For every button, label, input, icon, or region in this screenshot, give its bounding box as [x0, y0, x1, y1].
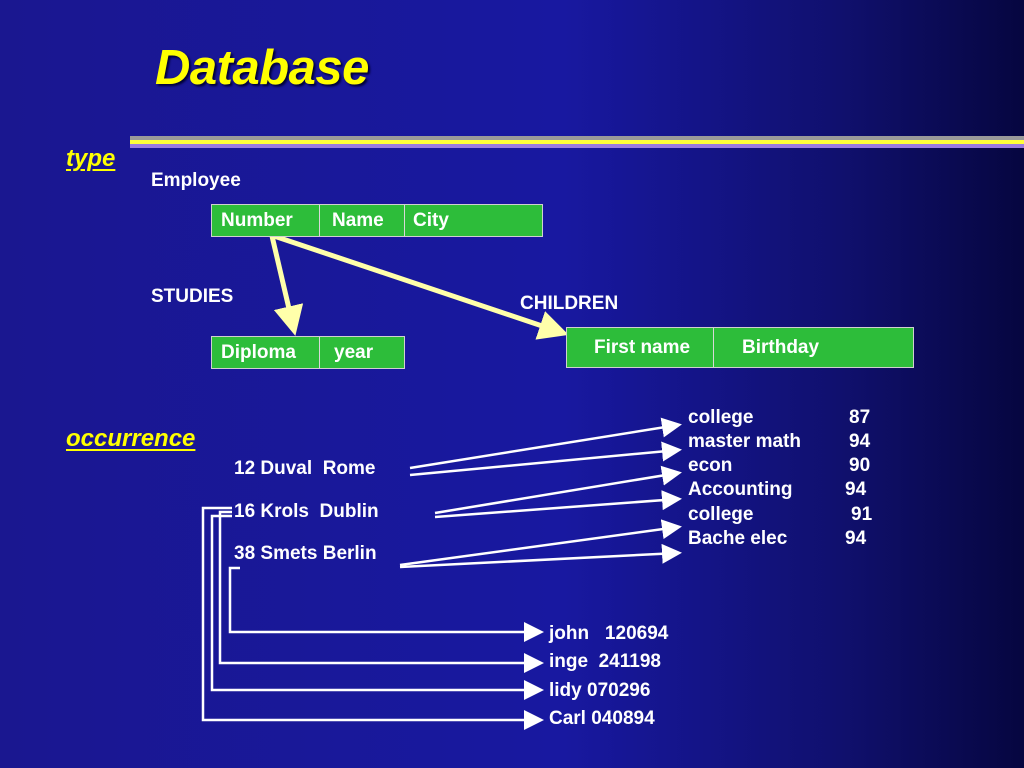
- studies-field-diploma: Diploma: [212, 337, 320, 368]
- link-krols-lidy: [210, 514, 544, 700]
- children-table: First name Birthday: [566, 327, 914, 368]
- link-smets-college: [399, 519, 682, 567]
- studies-field-year: year: [334, 341, 374, 363]
- employee-occurrence-krols: 16 Krols Dublin: [234, 501, 379, 522]
- link-duval-master-math: [409, 441, 682, 477]
- title-rule-gray: [130, 136, 1024, 140]
- study-year-6: 94: [845, 528, 867, 549]
- study-diploma-4: Accounting: [688, 479, 793, 500]
- studies-table: Diploma year: [211, 336, 405, 369]
- link-duval-college: [409, 417, 682, 470]
- section-occurrence-heading: occurrence: [66, 425, 196, 452]
- link-smets-bache-elec: [399, 543, 682, 569]
- employee-field-number: Number: [212, 205, 320, 236]
- children-label: CHILDREN: [520, 293, 619, 314]
- child-occurrence-carl: Carl 040894: [549, 708, 655, 729]
- child-occurrence-john: john 120694: [549, 623, 669, 644]
- studies-relationship-arrow: [269, 235, 304, 336]
- study-year-1: 87: [849, 407, 871, 428]
- study-diploma-1: college: [688, 407, 754, 428]
- study-diploma-2: master math: [688, 431, 801, 452]
- study-diploma-6: Bache elec: [688, 528, 788, 549]
- title-rule-purple: [130, 144, 1024, 148]
- employee-occurrence-smets: 38 Smets Berlin: [234, 543, 377, 564]
- link-krols-inge: [218, 510, 544, 673]
- employee-table: Number Name City: [211, 204, 543, 237]
- children-field-first-name: First name: [567, 328, 714, 367]
- child-occurrence-lidy: lidy 070296: [549, 680, 651, 701]
- slide-title: Database: [155, 41, 369, 95]
- employee-occurrence-duval: 12 Duval Rome: [234, 458, 376, 479]
- title-rule-yellow: [130, 140, 1024, 144]
- study-year-4: 94: [845, 479, 867, 500]
- link-krols-econ: [434, 465, 682, 515]
- link-smets-john: [228, 566, 544, 642]
- children-relationship-arrow: [273, 233, 569, 340]
- study-year-2: 94: [849, 431, 871, 452]
- studies-label: STUDIES: [151, 286, 234, 307]
- employee-field-name: Name: [320, 205, 405, 236]
- study-year-5: 91: [851, 504, 873, 525]
- study-diploma-3: econ: [688, 455, 733, 476]
- study-diploma-5: college: [688, 504, 754, 525]
- children-field-birthday: Birthday: [742, 336, 820, 358]
- employee-field-city: City: [413, 209, 449, 231]
- link-krols-accounting: [434, 490, 682, 519]
- section-type-heading: type: [66, 145, 116, 172]
- link-krols-carl: [201, 506, 544, 730]
- child-occurrence-inge: inge 241198: [549, 651, 661, 672]
- study-year-3: 90: [849, 455, 871, 476]
- employee-label: Employee: [151, 170, 241, 191]
